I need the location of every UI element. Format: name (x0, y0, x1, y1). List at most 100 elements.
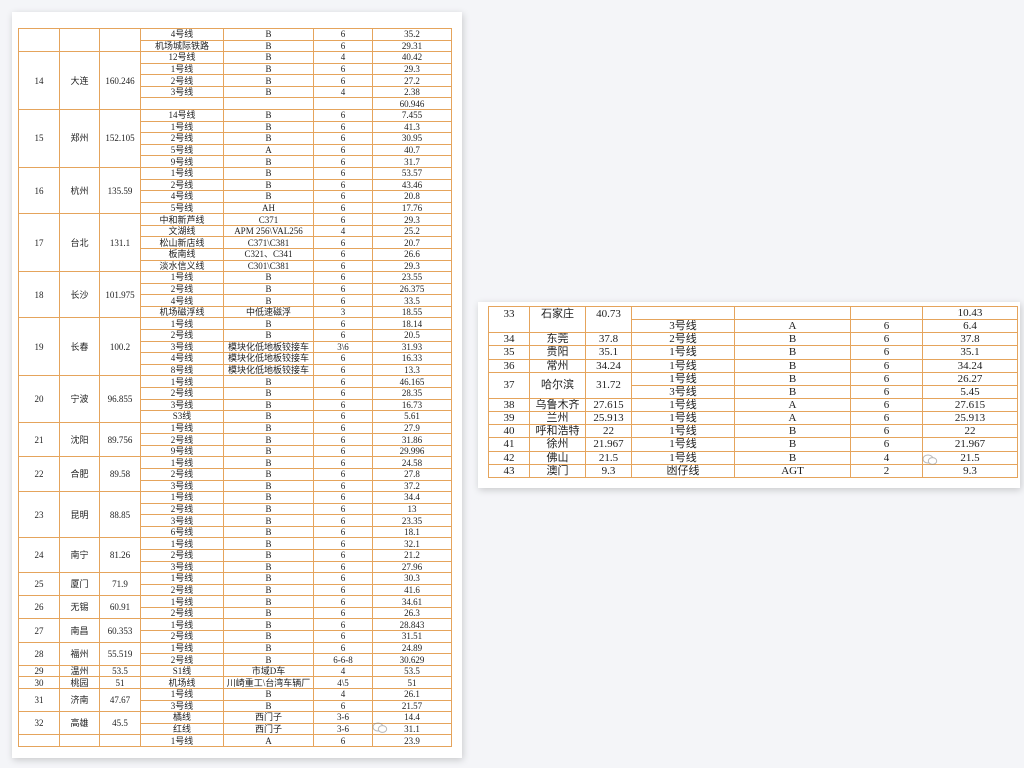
line-name-cell: 4号线 (140, 294, 224, 307)
car-count-cell: 6 (313, 259, 373, 273)
line-length-cell: 20.5 (372, 329, 452, 342)
city-cell: 石家庄 (529, 305, 586, 334)
vehicle-type-cell: B (223, 178, 314, 192)
line-name-cell: 1号线 (631, 371, 735, 386)
total-length-cell: 60.91 (99, 595, 141, 620)
vehicle-type-cell: C371\C381 (223, 236, 314, 249)
car-count-cell: 6 (313, 120, 373, 134)
line-name-cell: 3号线 (140, 85, 224, 99)
line-name-cell: 12号线 (140, 51, 224, 64)
car-count-cell: 6 (313, 28, 373, 41)
line-length-cell: 31.86 (372, 433, 452, 446)
vehicle-type-cell: B (223, 271, 314, 284)
total-length-cell: 22 (585, 424, 632, 439)
vehicle-type-cell: B (223, 502, 314, 516)
line-name-cell (140, 97, 224, 111)
vehicle-type-cell: B (734, 450, 851, 465)
city-cell: 常州 (529, 358, 586, 373)
vehicle-type-cell: B (223, 433, 314, 446)
vehicle-type-cell: B (223, 595, 314, 608)
vehicle-type-cell: 川崎重工\台湾车辆厂 (223, 676, 314, 689)
rank-cell: 22 (18, 456, 60, 493)
line-name-cell: 橘线 (140, 711, 224, 724)
vehicle-type-cell: C321、C341 (223, 248, 314, 261)
car-count-cell: 6 (850, 424, 923, 439)
car-count-cell: 6 (313, 630, 373, 643)
total-length-cell: 88.85 (99, 491, 141, 539)
vehicle-type-cell: B (223, 329, 314, 342)
car-count-cell: 3-6 (313, 711, 373, 724)
line-name-cell: 2号线 (140, 282, 224, 296)
line-length-cell: 27.2 (372, 74, 452, 87)
line-name-cell: 1号线 (631, 345, 735, 360)
car-count-cell: 6 (313, 329, 373, 342)
car-count-cell: 6 (313, 178, 373, 192)
line-length-cell: 41.3 (372, 120, 452, 134)
line-name-cell: 4号线 (140, 352, 224, 365)
vehicle-type-cell: B (223, 375, 314, 388)
line-name-cell: 1号线 (140, 456, 224, 469)
car-count-cell: 6 (313, 352, 373, 365)
line-length-cell: 23.9 (372, 734, 452, 747)
total-length-cell: 96.855 (99, 375, 141, 423)
total-length-cell (99, 27, 141, 53)
line-length-cell: 40.7 (372, 143, 452, 157)
city-cell: 厦门 (59, 572, 100, 597)
line-name-cell: 1号线 (140, 687, 224, 701)
car-count-cell: 6 (850, 397, 923, 413)
vehicle-type-cell: B (223, 525, 314, 539)
line-name-cell: 1号线 (140, 120, 224, 134)
line-length-cell: 27.615 (922, 397, 1018, 413)
line-length-cell: 31.51 (372, 630, 452, 643)
rank-cell (18, 27, 60, 53)
car-count-cell: 6 (313, 109, 373, 122)
line-name-cell: 机场磁浮线 (140, 305, 224, 319)
rank-cell: 39 (488, 411, 530, 426)
line-length-cell: 5.61 (372, 410, 452, 423)
city-cell: 福州 (59, 641, 100, 666)
line-length-cell: 29.3 (372, 62, 452, 76)
city-cell: 合肥 (59, 456, 100, 493)
car-count-cell: 6 (850, 437, 923, 452)
total-length-cell: 40.73 (585, 305, 632, 334)
car-count-cell: 6 (313, 583, 373, 597)
line-name-cell: 3号线 (140, 479, 224, 493)
line-name-cell: 2号线 (140, 74, 224, 87)
rank-cell: 15 (18, 109, 60, 168)
city-cell: 贵阳 (529, 345, 586, 360)
car-count-cell: 6 (313, 248, 373, 261)
car-count-cell: 4 (850, 450, 923, 465)
line-name-cell: 1号线 (140, 421, 224, 435)
vehicle-type-cell: B (734, 424, 851, 439)
total-length-cell: 25.913 (585, 411, 632, 426)
line-name-cell: 2号线 (140, 583, 224, 597)
vehicle-type-cell: B (734, 371, 851, 386)
line-length-cell: 31.7 (372, 155, 452, 168)
city-cell: 大连 (59, 51, 100, 111)
car-count-cell: 6 (313, 525, 373, 539)
line-name-cell: 3号线 (140, 398, 224, 412)
line-length-cell: 37.2 (372, 479, 452, 493)
car-count-cell: 6 (313, 386, 373, 400)
rank-cell: 27 (18, 618, 60, 643)
vehicle-type-cell: B (223, 537, 314, 550)
car-count-cell: 6 (313, 398, 373, 412)
line-name-cell: 3号线 (631, 384, 735, 399)
city-cell: 佛山 (529, 450, 586, 465)
city-cell: 兰州 (529, 411, 586, 426)
line-length-cell: 29.3 (372, 213, 452, 226)
rank-cell: 18 (18, 271, 60, 319)
line-length-cell: 30.3 (372, 572, 452, 585)
line-name-cell: 板南线 (140, 248, 224, 261)
